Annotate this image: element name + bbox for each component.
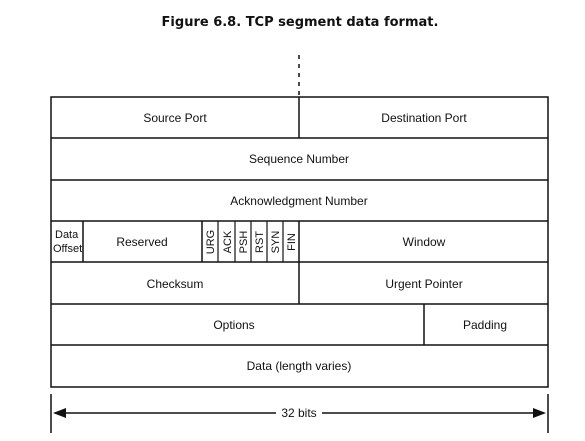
data-offset-label-line1: Data — [55, 229, 79, 241]
data-field: Data (length varies) — [247, 359, 352, 373]
options-field: Options — [213, 318, 254, 332]
window-field: Window — [403, 235, 446, 249]
width-indicator: 32 bits — [50, 394, 549, 433]
urgent-pointer-field: Urgent Pointer — [385, 277, 462, 291]
padding-field: Padding — [463, 318, 507, 332]
sequence-number-field: Sequence Number — [249, 152, 349, 166]
width-label: 32 bits — [281, 406, 316, 420]
arrow-right-icon — [533, 408, 546, 418]
flag-urg: URG — [205, 230, 217, 254]
flag-rst: RST — [254, 231, 266, 253]
data-offset-label-line2: Offset — [53, 243, 82, 255]
acknowledgment-number-field: Acknowledgment Number — [230, 194, 367, 208]
source-port-field: Source Port — [143, 111, 207, 125]
arrow-left-icon — [53, 408, 66, 418]
reserved-field: Reserved — [116, 235, 167, 249]
destination-port-field: Destination Port — [381, 111, 467, 125]
flag-ack: ACK — [222, 230, 234, 253]
flag-psh: PSH — [238, 231, 250, 254]
figure-title: Figure 6.8. TCP segment data format. — [161, 15, 439, 30]
checksum-field: Checksum — [147, 277, 204, 291]
flag-fin: FIN — [286, 233, 298, 251]
flag-syn: SYN — [270, 231, 282, 254]
